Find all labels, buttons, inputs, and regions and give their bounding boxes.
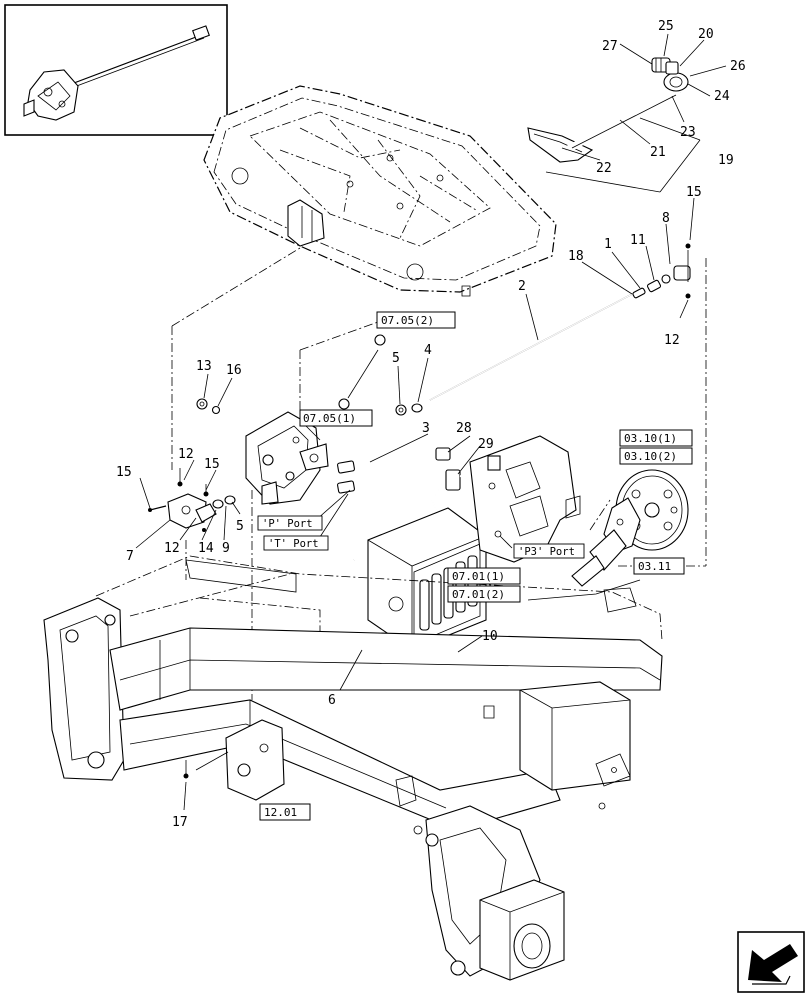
- callout-15: 15: [686, 185, 702, 200]
- alignment-lines: [171, 247, 707, 700]
- ref-12-01: 12.01: [264, 806, 297, 819]
- callout-18: 18: [568, 249, 584, 264]
- callout-12c: 12: [164, 541, 180, 556]
- callout-5: 5: [392, 351, 400, 366]
- ref-07-01-1: 07.01(1): [452, 570, 505, 583]
- callout-12b: 12: [178, 447, 194, 462]
- cab-floor-plate: [203, 85, 557, 297]
- callout-19: 19: [718, 153, 734, 168]
- callout-10: 10: [482, 629, 498, 644]
- callout-9: 9: [222, 541, 230, 556]
- valve-mount-plate: [469, 435, 581, 563]
- callout-21: 21: [650, 145, 666, 160]
- callout-6: 6: [328, 693, 336, 708]
- ref-07-05-1: 07.05(1): [303, 412, 356, 425]
- callout-3: 3: [422, 421, 430, 436]
- callout-1: 1: [604, 237, 612, 252]
- callout-23: 23: [680, 125, 696, 140]
- port-p3-label: 'P3' Port: [518, 546, 575, 558]
- ref-03-10-1: 03.10(1): [624, 432, 677, 445]
- hydraulic-pump: [571, 469, 689, 587]
- port-labels: 'P' Port 'T' Port 'P3' Port: [257, 515, 585, 559]
- callout-29: 29: [478, 437, 494, 452]
- ref-07-05-2: 07.05(2): [381, 314, 434, 327]
- callout-11: 11: [630, 233, 646, 248]
- callout-28: 28: [456, 421, 472, 436]
- callout-12: 12: [664, 333, 680, 348]
- callout-15c: 15: [116, 465, 132, 480]
- reference-boxes: 07.05(2) 07.05(1) 03.10(1) 03.10(2) 03.1…: [259, 311, 693, 821]
- control-cable: [395, 243, 691, 416]
- callout-20: 20: [698, 27, 714, 42]
- port-p-label: 'P' Port: [262, 518, 313, 530]
- callout-16: 16: [226, 363, 242, 378]
- callout-25: 25: [658, 19, 674, 34]
- overview-inset: [4, 4, 228, 136]
- main-chassis-frame: [43, 555, 663, 981]
- spring-cylinder: [338, 334, 386, 410]
- ref-03-11: 03.11: [638, 560, 671, 573]
- lever-bracket: [245, 411, 329, 505]
- callout-2: 2: [518, 279, 526, 294]
- ref-03-10-2: 03.10(2): [624, 450, 677, 463]
- callout-15b: 15: [204, 457, 220, 472]
- callout-17: 17: [172, 815, 188, 830]
- callout-7: 7: [126, 549, 134, 564]
- callout-numbers: 25 20 27 26 24 23 21 19 22 15 8 11 1 18 …: [116, 19, 746, 830]
- callout-14: 14: [198, 541, 214, 556]
- leader-lines: [135, 33, 727, 811]
- callout-4: 4: [424, 343, 432, 358]
- callout-13: 13: [196, 359, 212, 374]
- callout-8: 8: [662, 211, 670, 226]
- callout-22: 22: [596, 161, 612, 176]
- callout-24: 24: [714, 89, 730, 104]
- callout-27: 27: [602, 39, 618, 54]
- callout-26: 26: [730, 59, 746, 74]
- control-lever-assembly: [527, 57, 701, 193]
- port-t-label: 'T' Port: [268, 538, 319, 550]
- callout-5b: 5: [236, 519, 244, 534]
- ref-07-01-2: 07.01(2): [452, 588, 505, 601]
- next-page-arrow-icon[interactable]: [737, 931, 805, 993]
